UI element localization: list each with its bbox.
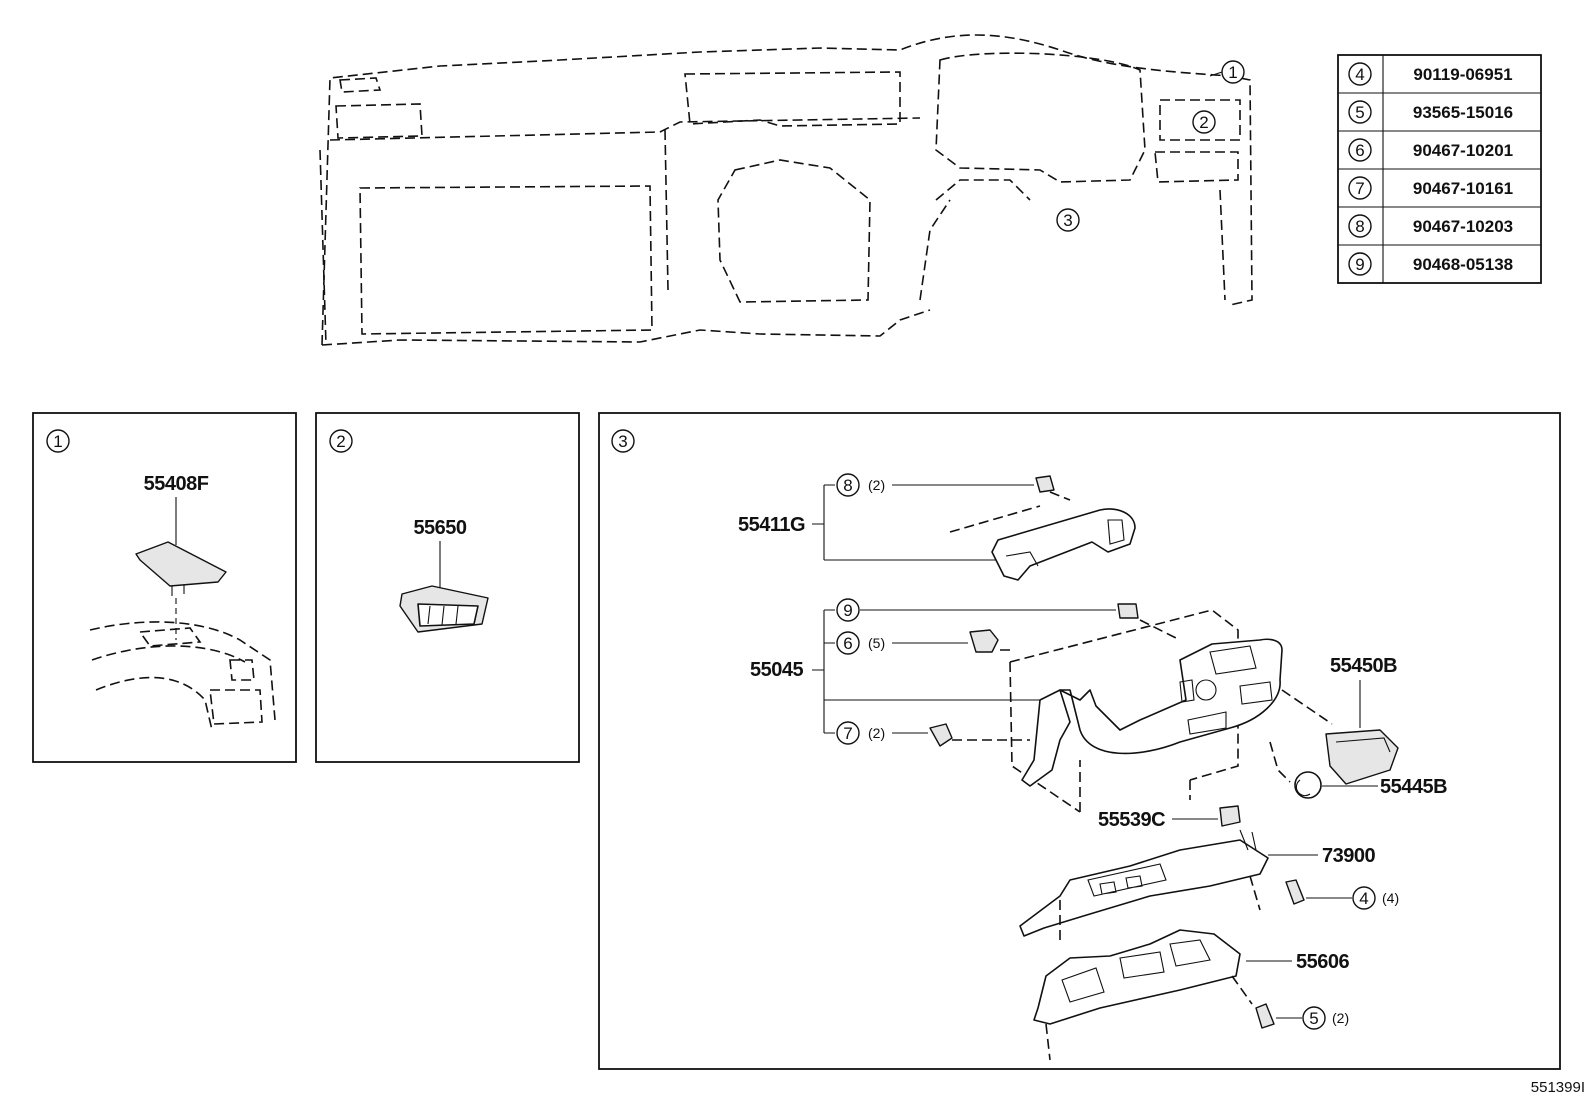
detail-panel-3: 3 55411G 8 (2) 55045 9 6 (5) <box>598 412 1561 1070</box>
part-label-55606[interactable]: 55606 <box>1296 951 1350 973</box>
part-label-55445B[interactable]: 55445B <box>1380 776 1448 798</box>
svg-text:90468-05138: 90468-05138 <box>1413 255 1513 274</box>
svg-text:9: 9 <box>1355 255 1364 274</box>
part-label-55650[interactable]: 55650 <box>413 517 467 539</box>
svg-text:7: 7 <box>1355 179 1364 198</box>
svg-text:2: 2 <box>1199 113 1208 132</box>
part-label-55408F[interactable]: 55408F <box>144 473 210 495</box>
finish-panel-part-icon <box>1019 829 1269 937</box>
plug-part-icon <box>1294 771 1322 799</box>
screw-part-icon <box>929 723 953 747</box>
svg-text:(2): (2) <box>868 725 885 741</box>
part-number-legend: 4 90119-06951 5 93565-15016 6 90467-1020… <box>1337 54 1542 284</box>
overview-callout-2[interactable]: 2 <box>1192 110 1216 134</box>
svg-text:(4): (4) <box>1382 890 1399 906</box>
callout-9[interactable]: 9 <box>836 598 860 622</box>
callout-7[interactable]: 7 <box>836 721 860 745</box>
svg-text:8: 8 <box>843 476 852 495</box>
part-label-73900[interactable]: 73900 <box>1322 845 1376 867</box>
nut-part-icon <box>1117 603 1139 619</box>
clip-part-icon <box>1035 475 1055 493</box>
svg-text:5: 5 <box>1309 1009 1318 1028</box>
under-cover-part-icon <box>1033 929 1241 1025</box>
clip-part-icon <box>969 629 999 653</box>
screw-part-icon <box>1285 879 1305 905</box>
svg-text:5: 5 <box>1355 103 1364 122</box>
legend-row: 6 90467-10201 <box>1348 138 1513 162</box>
svg-text:1: 1 <box>1228 63 1237 82</box>
svg-text:8: 8 <box>1355 217 1364 236</box>
callout-5[interactable]: 5 <box>1302 1006 1326 1030</box>
overview-callout-1[interactable]: 1 <box>1221 60 1245 84</box>
svg-text:9: 9 <box>843 601 852 620</box>
svg-text:6: 6 <box>1355 141 1364 160</box>
part-label-55450B[interactable]: 55450B <box>1330 655 1398 677</box>
ashtray-part-icon <box>1325 729 1399 785</box>
upper-cover-part-icon <box>991 508 1136 581</box>
bracket-part-icon <box>1219 805 1241 827</box>
svg-text:1: 1 <box>53 432 62 451</box>
svg-text:4: 4 <box>1359 889 1368 908</box>
screw-part-icon <box>1255 1003 1275 1029</box>
svg-text:93565-15016: 93565-15016 <box>1413 103 1513 122</box>
svg-text:90467-10161: 90467-10161 <box>1413 179 1513 198</box>
part-label-55045[interactable]: 55045 <box>750 659 804 681</box>
dashboard-overview <box>319 34 1253 346</box>
callout-6[interactable]: 6 <box>836 631 860 655</box>
svg-text:7: 7 <box>843 724 852 743</box>
legend-row: 4 90119-06951 <box>1348 62 1513 86</box>
callout-8[interactable]: 8 <box>836 473 860 497</box>
part-label-55539C[interactable]: 55539C <box>1098 809 1166 831</box>
svg-text:90467-10201: 90467-10201 <box>1413 141 1513 160</box>
detail-panel-2: 2 55650 <box>315 412 580 763</box>
cover-part-icon <box>135 541 227 587</box>
diagram-code: 551399I <box>1531 1079 1585 1096</box>
svg-text:(5): (5) <box>868 635 885 651</box>
overview-callout-3[interactable]: 3 <box>1056 208 1080 232</box>
detail-panel-1: 1 55408F <box>32 412 297 763</box>
svg-text:90119-06951: 90119-06951 <box>1413 65 1512 84</box>
lower-panel-part-icon <box>1009 609 1283 813</box>
legend-row: 8 90467-10203 <box>1348 214 1513 238</box>
legend-row: 7 90467-10161 <box>1348 176 1513 200</box>
callout-4[interactable]: 4 <box>1352 886 1376 910</box>
svg-text:2: 2 <box>336 432 345 451</box>
legend-row: 5 93565-15016 <box>1348 100 1513 124</box>
svg-text:90467-10203: 90467-10203 <box>1413 217 1513 236</box>
svg-text:6: 6 <box>843 634 852 653</box>
panel-1-callout[interactable]: 1 <box>46 429 70 453</box>
svg-text:(2): (2) <box>1332 1010 1349 1026</box>
part-label-55411G[interactable]: 55411G <box>738 514 806 536</box>
svg-text:3: 3 <box>1063 211 1072 230</box>
svg-text:(2): (2) <box>868 477 885 493</box>
svg-text:3: 3 <box>618 432 627 451</box>
panel-2-callout[interactable]: 2 <box>329 429 353 453</box>
panel-3-callout[interactable]: 3 <box>611 429 635 453</box>
svg-text:4: 4 <box>1355 65 1364 84</box>
legend-row: 9 90468-05138 <box>1348 252 1513 276</box>
air-vent-part-icon <box>399 585 489 633</box>
